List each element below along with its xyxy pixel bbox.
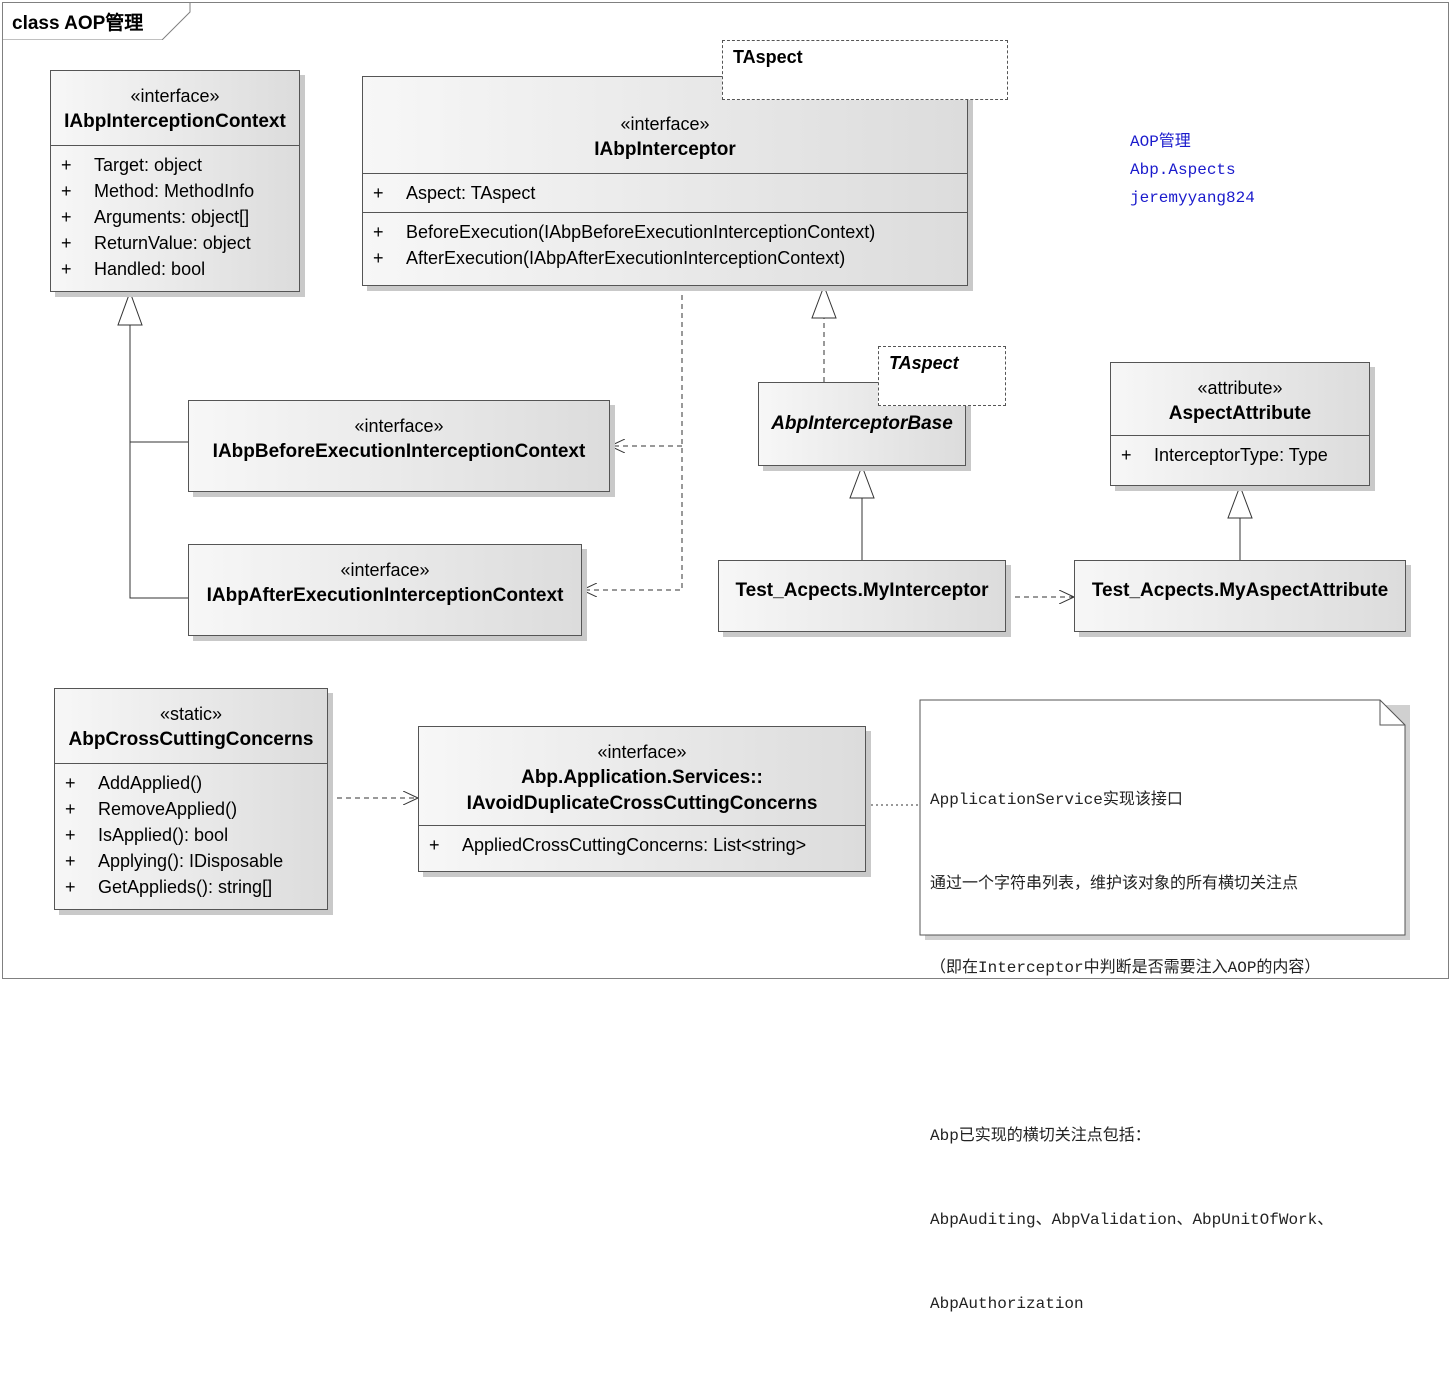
- stereotype: «attribute»: [1197, 378, 1283, 398]
- attribute-row: +Target: object: [61, 155, 203, 175]
- attribute-row: +Method: MethodInfo: [61, 181, 255, 201]
- note-line: （即在Interceptor中判断是否需要注入AOP的内容）: [930, 959, 1321, 977]
- info-line: jeremyyang824: [1130, 189, 1255, 207]
- class-namespace: Abp.Application.Services::: [521, 767, 763, 788]
- generalization-myattr-aspectattr: [1227, 484, 1253, 560]
- operation-row: +BeforeExecution(IAbpBeforeExecutionInte…: [373, 222, 876, 242]
- stereotype: «interface»: [620, 114, 710, 134]
- template-parameter: TAspect: [878, 346, 1006, 406]
- dependency-interceptor-contexts: [582, 286, 683, 590]
- stereotype: «interface»: [340, 560, 430, 580]
- class-iabp-before-execution-context[interactable]: «interface» IAbpBeforeExecutionIntercept…: [188, 400, 610, 492]
- note-line: AbpAuditing、AbpValidation、AbpUnitOfWork、: [930, 1211, 1334, 1229]
- class-iabp-interception-context[interactable]: «interface» IAbpInterceptionContext +Tar…: [50, 70, 300, 292]
- realization-base-interceptor: [811, 284, 837, 382]
- diagram-frame: [2, 2, 1449, 979]
- attribute-row: +InterceptorType: Type: [1121, 445, 1328, 465]
- note-text: ApplicationService实现该接口 通过一个字符串列表，维护该对象的…: [930, 730, 1333, 1374]
- note-line: Abp已实现的横切关注点包括：: [930, 1127, 1151, 1145]
- attribute-row: +Arguments: object[]: [61, 207, 250, 227]
- note-line: AbpAuthorization: [930, 1295, 1084, 1313]
- note-shape: [919, 699, 1410, 940]
- note[interactable]: ApplicationService实现该接口 通过一个字符串列表，维护该对象的…: [920, 700, 1405, 1313]
- class-iabp-interceptor[interactable]: «interface» IAbpInterceptor +Aspect: TAs…: [362, 76, 968, 286]
- class-name: AbpInterceptorBase: [771, 413, 953, 434]
- class-aspect-attribute[interactable]: «attribute» AspectAttribute +Interceptor…: [1110, 362, 1370, 486]
- generalization-myinterceptor-base: [849, 464, 875, 560]
- class-name: AspectAttribute: [1168, 403, 1312, 424]
- note-line: [930, 1038, 1333, 1066]
- operation-row: +AfterExecution(IAbpAfterExecutionInterc…: [373, 248, 846, 268]
- class-my-interceptor[interactable]: Test_Acpects.MyInterceptor: [718, 560, 1006, 632]
- diagram-title: class AOP管理: [12, 13, 144, 34]
- generalization-context: [117, 290, 188, 599]
- class-name: AbpCrossCuttingConcerns: [68, 729, 314, 750]
- relationship-layer: [117, 284, 1410, 940]
- attribute-row: +ReturnValue: object: [61, 233, 251, 253]
- attribute-row: +Handled: bool: [61, 259, 206, 279]
- attribute-row: +Aspect: TAspect: [373, 183, 536, 203]
- class-my-aspect-attribute[interactable]: Test_Acpects.MyAspectAttribute: [1074, 560, 1406, 632]
- template-parameter: TAspect: [722, 40, 1008, 100]
- class-name: Test_Acpects.MyInterceptor: [735, 580, 989, 601]
- info-line: Abp.Aspects: [1130, 161, 1236, 179]
- stereotype: «interface»: [354, 416, 444, 436]
- class-abp-cross-cutting-concerns[interactable]: «static» AbpCrossCuttingConcerns +AddApp…: [54, 688, 328, 910]
- stereotype: «static»: [159, 704, 223, 724]
- note-line: ApplicationService实现该接口: [930, 791, 1183, 809]
- stereotype: «interface»: [130, 86, 220, 106]
- operation-row: +IsApplied(): bool: [65, 825, 229, 845]
- class-name: IAvoidDuplicateCrossCuttingConcerns: [466, 793, 818, 814]
- operation-row: +GetApplieds(): string[]: [65, 877, 273, 897]
- class-name: IAbpInterceptor: [594, 139, 736, 160]
- class-name: Test_Acpects.MyAspectAttribute: [1091, 580, 1389, 601]
- class-name: IAbpBeforeExecutionInterceptionContext: [212, 441, 586, 462]
- class-iabp-after-execution-context[interactable]: «interface» IAbpAfterExecutionIntercepti…: [188, 544, 582, 636]
- class-name: IAbpInterceptionContext: [64, 111, 286, 132]
- note-line: 通过一个字符串列表，维护该对象的所有横切关注点: [930, 875, 1299, 893]
- frame-title-tab: [2, 2, 191, 40]
- class-iavoid-duplicate-cross-cutting-concerns[interactable]: «interface» Abp.Application.Services:: I…: [418, 726, 866, 872]
- attribute-row: +AppliedCrossCuttingConcerns: List<strin…: [429, 835, 807, 855]
- operation-row: +RemoveApplied(): [65, 799, 238, 819]
- class-name: IAbpAfterExecutionInterceptionContext: [206, 585, 564, 606]
- stereotype: «interface»: [597, 742, 687, 762]
- operation-row: +AddApplied(): [65, 773, 203, 793]
- info-line: AOP管理: [1130, 133, 1191, 151]
- diagram-info: AOP管理 Abp.Aspects jeremyyang824: [1130, 128, 1255, 212]
- operation-row: +Applying(): IDisposable: [65, 851, 284, 871]
